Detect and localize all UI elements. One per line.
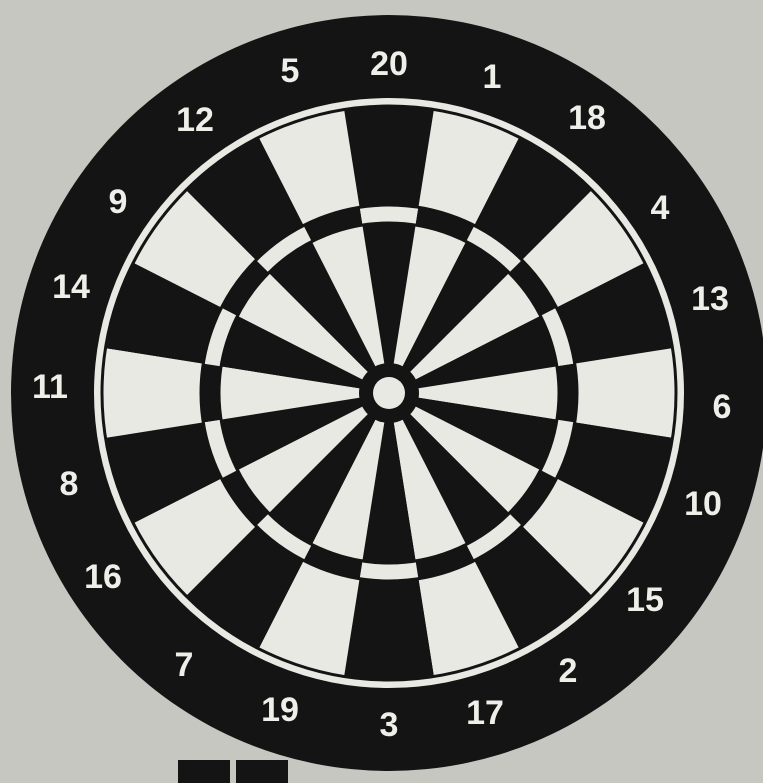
score-label-12: 12 [176, 101, 214, 139]
score-label-16: 16 [84, 558, 122, 596]
score-label-2: 2 [559, 652, 578, 690]
score-label-5: 5 [281, 52, 300, 90]
outer-single-segment [102, 348, 203, 438]
score-label-20: 20 [370, 45, 408, 83]
score-label-8: 8 [60, 465, 79, 503]
score-label-10: 10 [684, 485, 722, 523]
outer-single-segment [575, 348, 676, 438]
bullseye [373, 377, 405, 409]
score-label-6: 6 [713, 388, 732, 426]
score-label-17: 17 [466, 694, 504, 732]
score-label-9: 9 [109, 183, 128, 221]
outer-single-segment [344, 579, 434, 680]
score-label-13: 13 [691, 280, 729, 318]
score-label-4: 4 [651, 189, 670, 227]
score-label-19: 19 [261, 691, 299, 729]
score-label-14: 14 [52, 268, 90, 306]
score-label-15: 15 [626, 581, 664, 619]
score-label-1: 1 [483, 58, 502, 96]
score-label-18: 18 [568, 99, 606, 137]
outer-single-segment [344, 106, 434, 207]
score-label-7: 7 [175, 646, 194, 684]
score-label-11: 11 [32, 368, 68, 406]
score-label-3: 3 [380, 706, 399, 744]
